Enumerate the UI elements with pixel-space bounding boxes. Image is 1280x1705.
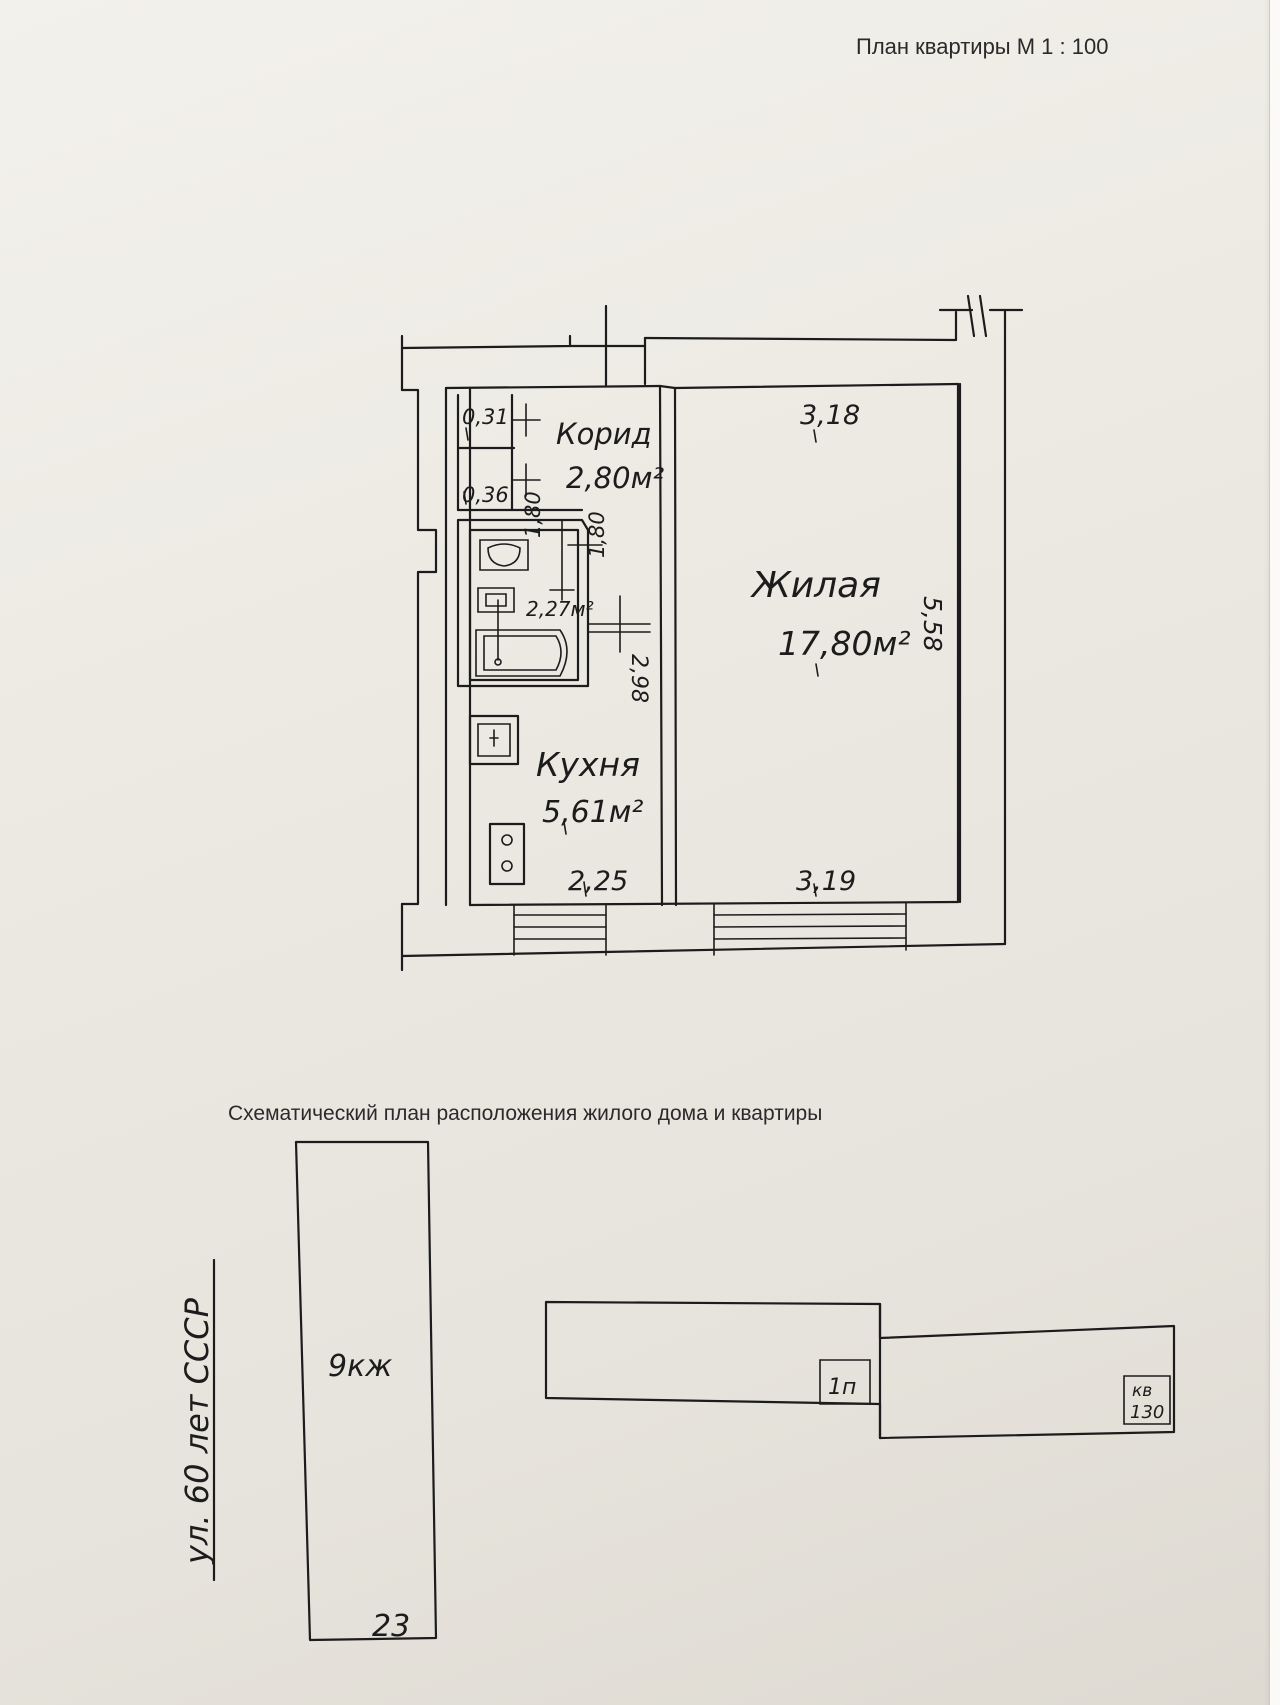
street-label: ул. 60 лет СССР <box>178 1297 216 1565</box>
kitchen-area: 5,61м² <box>542 795 643 830</box>
plan-title: План квартиры М 1 : 100 <box>856 34 1109 59</box>
building-number-label: 23 <box>372 1609 410 1644</box>
dim-kitchen-side: 2,98 <box>626 654 651 703</box>
dim-kitchen-bottom: 2,25 <box>568 866 628 897</box>
corridor-name: Корид <box>556 417 652 451</box>
dim-bath-side-b: 1,80 <box>585 511 609 558</box>
dim-living-bottom: 3,19 <box>796 866 856 897</box>
dim-living-side: 5,58 <box>918 596 947 652</box>
living-name: Жилая <box>750 565 881 606</box>
bathroom-block <box>456 518 651 688</box>
living-area: 17,80м² <box>778 624 911 663</box>
dim-closet-1: 0,31 <box>462 405 509 429</box>
apartment-label-number: 130 <box>1130 1402 1164 1423</box>
bathroom-area: 2,27м² <box>526 597 594 621</box>
entrance-label: 1п <box>828 1375 856 1400</box>
building-9kzh-outline <box>294 1140 438 1642</box>
kitchen-name: Кухня <box>536 745 640 784</box>
site-plan <box>212 1140 1176 1642</box>
site-plan-title: Схематический план расположения жилого д… <box>228 1102 823 1125</box>
closets <box>456 393 584 512</box>
paper-edge <box>1269 0 1280 1705</box>
apartment-building-outline <box>544 1300 1176 1440</box>
exterior-walls <box>400 294 1024 972</box>
dim-living-top: 3,18 <box>800 400 860 431</box>
windows <box>513 902 907 956</box>
corridor-area: 2,80м² <box>566 461 664 495</box>
tick-marks <box>463 427 819 897</box>
building-type-label: 9кж <box>328 1349 392 1384</box>
apartment-label-kv: кв <box>1132 1381 1152 1401</box>
kitchen-fixtures <box>468 714 526 886</box>
dim-bath-side-a: 1,80 <box>521 491 545 538</box>
dim-closet-2: 0,36 <box>462 483 509 507</box>
